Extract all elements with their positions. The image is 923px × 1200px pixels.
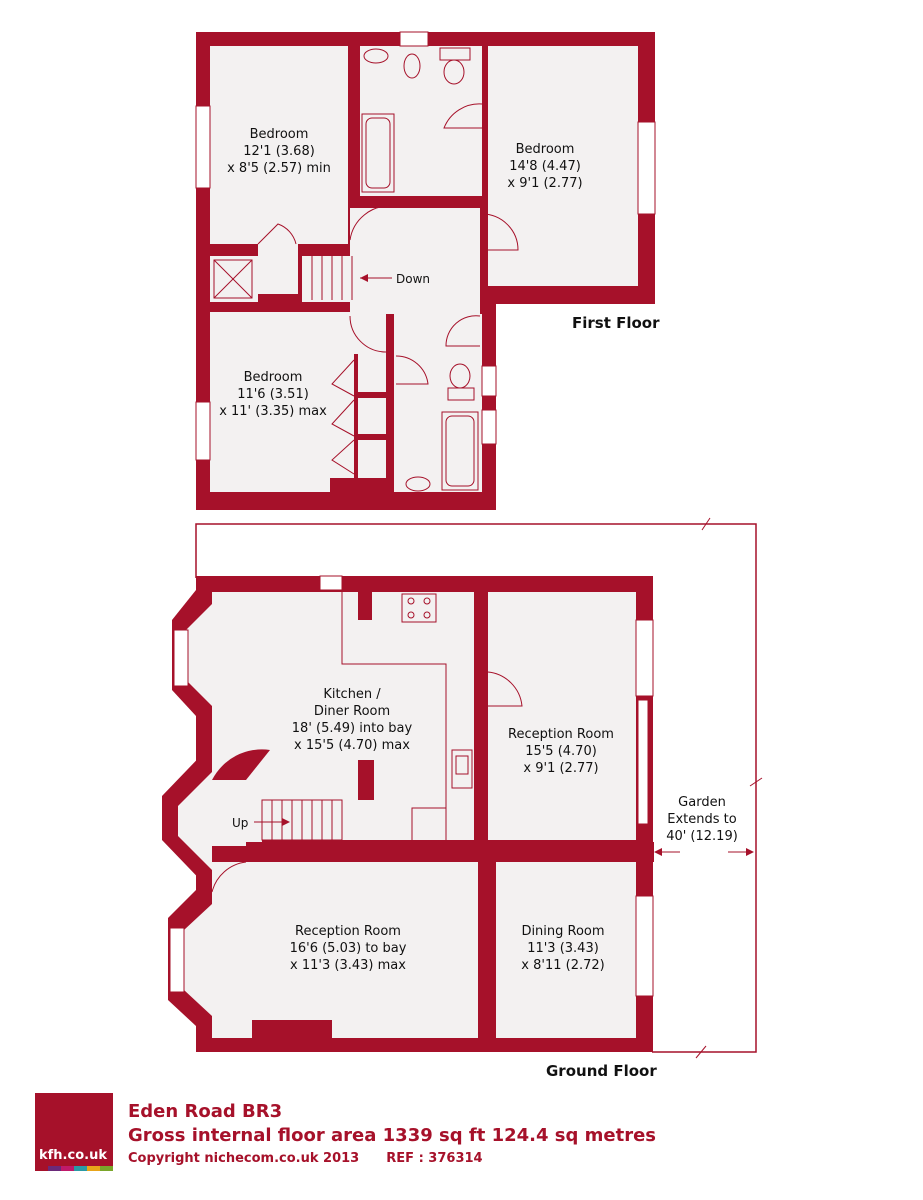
stairs-up-label: Up: [232, 816, 248, 830]
window: [481, 365, 497, 397]
reception-2-dim2: x 11'3 (3.43) max: [290, 958, 406, 973]
reception-2-name: Reception Room: [295, 924, 401, 939]
garden-line-3: 40' (12.19): [666, 829, 738, 844]
door: [211, 861, 247, 893]
wall: [474, 590, 488, 840]
dining-dim1: 11'3 (3.43): [527, 941, 599, 956]
logo-text: kfh.co.uk: [39, 1148, 107, 1163]
address: Eden Road BR3: [128, 1101, 283, 1122]
shower-tray: [213, 259, 253, 299]
front-door: [212, 749, 270, 780]
bedroom-1-name: Bedroom: [250, 127, 309, 142]
fireplace: [252, 1020, 332, 1038]
sink: [451, 749, 473, 789]
window: [481, 409, 497, 445]
wardrobe-door: [331, 439, 355, 475]
bathroom-floor: [360, 46, 482, 196]
patio-door: [637, 699, 649, 825]
reference: REF : 376314: [386, 1151, 483, 1166]
ground-floor-stairs: [261, 799, 343, 841]
bedroom-3-dim1: 11'6 (3.51): [237, 387, 309, 402]
bedroom-1-floor: [210, 46, 348, 244]
copyright: Copyright nichecom.co.uk 2013: [128, 1151, 360, 1166]
door: [349, 205, 393, 241]
door: [257, 223, 297, 245]
ground-floor-plan: Kitchen / Diner Room 18' (5.49) into bay…: [162, 517, 763, 1080]
kitchen-name-2: Diner Room: [314, 704, 390, 719]
reception-1-dim1: 15'5 (4.70): [525, 744, 597, 759]
garden-line-2: Extends to: [667, 812, 736, 827]
bedroom-2-name: Bedroom: [516, 142, 575, 157]
bedroom-2-dim1: 14'8 (4.47): [509, 159, 581, 174]
bath-tub: [361, 113, 395, 193]
reception-1-name: Reception Room: [508, 727, 614, 742]
window: [195, 105, 211, 189]
reception-2-floor: [212, 862, 478, 1038]
first-floor-plan: Bedroom 12'1 (3.68) x 8'5 (2.57) min Bed…: [195, 31, 660, 510]
wall: [246, 842, 654, 862]
wardrobe-door: [331, 359, 355, 397]
door: [487, 671, 523, 707]
stairs-down-label: Down: [396, 272, 430, 286]
floor-area: Gross internal floor area 1339 sq ft 124…: [128, 1125, 657, 1146]
bedroom-3-dim2: x 11' (3.35) max: [219, 404, 327, 419]
footer: Eden Road BR3 Gross internal floor area …: [128, 1100, 656, 1170]
ground-floor-label: Ground Floor: [546, 1062, 657, 1080]
bidet: [403, 53, 421, 79]
kitchen-floor: [212, 592, 474, 840]
first-floor-stairs: [311, 256, 353, 300]
wardrobe-door: [331, 399, 355, 437]
window: [635, 619, 654, 697]
logo-stripe: [35, 1166, 113, 1171]
reception-2-dim1: 16'6 (5.03) to bay: [290, 941, 407, 956]
window: [399, 31, 429, 47]
bedroom-2-dim2: x 9'1 (2.77): [507, 176, 582, 191]
copyright-line: Copyright nichecom.co.uk 2013 REF : 3763…: [128, 1148, 656, 1170]
kfh-logo: kfh.co.uk: [35, 1093, 113, 1171]
dining-dim2: x 8'11 (2.72): [521, 958, 604, 973]
cupboard-floor: [258, 244, 298, 294]
porch-floor: [178, 772, 212, 870]
door: [349, 315, 387, 353]
bedroom-3-floor: [210, 312, 386, 492]
window: [319, 575, 343, 591]
bedroom-3-name: Bedroom: [244, 370, 303, 385]
dining-name: Dining Room: [521, 924, 604, 939]
kitchen-worktop: [341, 592, 447, 840]
kitchen-name-1: Kitchen /: [323, 687, 381, 702]
window: [635, 895, 654, 997]
reception-1-dim2: x 9'1 (2.77): [523, 761, 598, 776]
bedroom-1-dim1: 12'1 (3.68): [243, 144, 315, 159]
door: [395, 355, 429, 385]
reception-1-floor: [488, 592, 636, 840]
hob: [401, 593, 437, 623]
kitchen-dim2: x 15'5 (4.70) max: [294, 738, 410, 753]
bay-window: [173, 629, 189, 687]
window: [195, 401, 211, 461]
bedroom-2-floor: [488, 46, 638, 286]
basin: [363, 48, 389, 64]
bathroom-2-floor: [394, 314, 482, 492]
bedroom-1-dim2: x 8'5 (2.57) min: [227, 161, 331, 176]
landing-floor: [350, 208, 480, 314]
kitchen-dim1: 18' (5.49) into bay: [292, 721, 413, 736]
garden-boundary: [195, 523, 757, 1053]
door: [443, 103, 483, 129]
garden-line-1: Garden: [678, 795, 726, 810]
bath-tub: [441, 411, 479, 491]
door: [481, 213, 519, 251]
basin: [405, 476, 431, 492]
first-floor-label: First Floor: [572, 314, 660, 332]
window: [637, 121, 656, 215]
dining-floor: [496, 862, 636, 1038]
door: [445, 315, 481, 347]
bay-window: [169, 927, 185, 993]
